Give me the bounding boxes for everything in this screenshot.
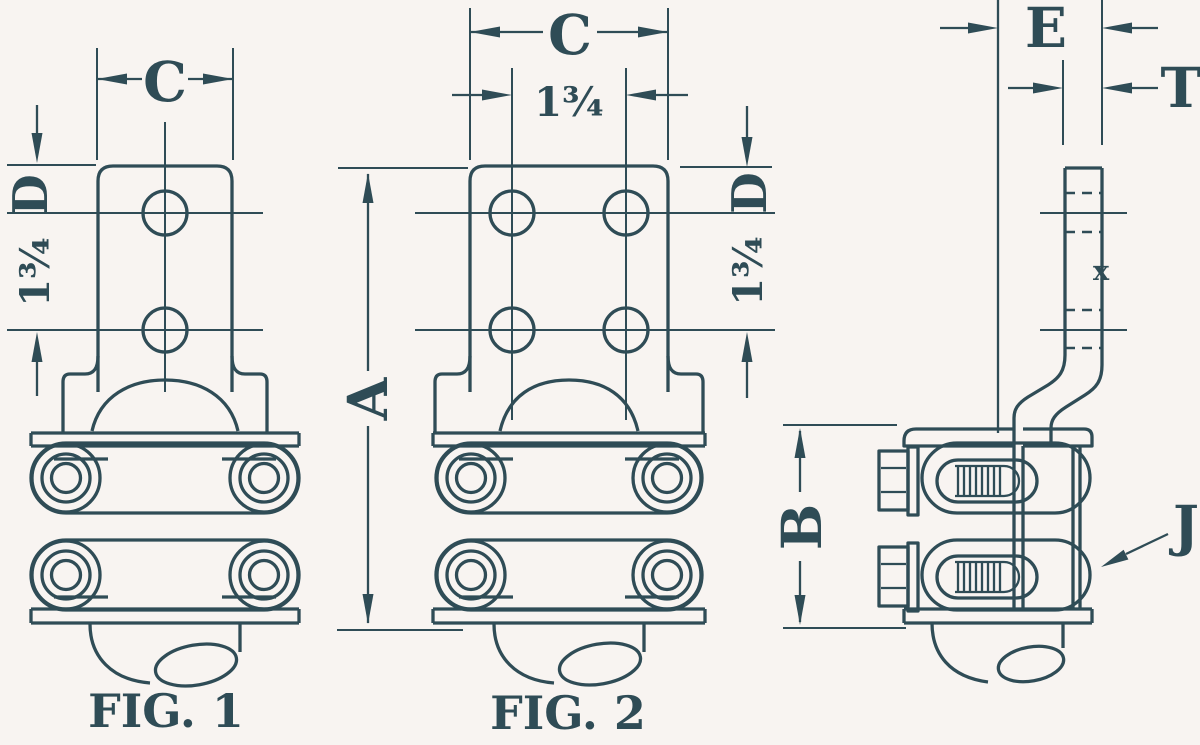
side-pad-edge-view: x [1012,166,1127,446]
fig1-clamp-body [29,355,301,625]
fig2-front-view: C 1¾ A D 1¾ [335,2,778,740]
fig2-dim-d: D [680,106,778,214]
fig1-dim-c: C [96,48,234,160]
side-callout-j: J [1101,493,1199,567]
fig1-dim-hole-spacing: 1¾ [12,237,59,396]
fig1-dim-c-label: C [143,49,187,114]
side-surface-mark: x [1093,256,1110,287]
fig1-front-view: C D 1¾ [3,48,301,738]
fig2-dim-hole-spacing: 1¾ [725,236,772,398]
fig2-dim-c-label: C [548,2,592,67]
fig1-dim-spacing-label: 1¾ [12,237,59,307]
side-clamp-split-lines [1012,446,1025,609]
side-dim-t: T [1008,55,1200,120]
side-view: E T x B [769,0,1200,684]
fig1-terminal-pad [96,164,234,392]
fig2-clamp-body [431,355,707,625]
side-dim-b: B [769,424,906,629]
fig2-dim-a-label: A [335,376,400,421]
side-dim-t-label: T [1161,55,1200,120]
side-bolt-head-lower [877,545,910,608]
fig2-dim-bolt-spacing: 1¾ [452,79,688,126]
side-dim-e-label: E [1025,0,1067,60]
fig2-dim-a: A [335,167,468,631]
fig1-dim-d-label: D [3,174,59,216]
fig2-conductor [492,623,646,687]
fig1-conductor [88,623,242,688]
side-dim-e: E [940,0,1158,60]
fig2-dim-spacing-h-label: 1¾ [534,79,604,126]
fig1-dim-d: D [3,105,59,216]
fig2-terminal-pad [468,164,670,392]
side-conductor [930,622,1066,684]
side-callout-j-label: J [1168,493,1199,558]
fig2-caption: FIG. 2 [490,686,646,740]
fig2-dim-d-label: D [722,172,778,214]
fig1-caption: FIG. 1 [88,684,244,738]
side-clamp-body [877,427,1094,625]
side-bolt-threads-upper [955,464,1021,498]
fig2-centerlines [415,68,775,420]
fig2-dim-c: C [469,2,669,160]
side-dim-b-label: B [769,504,834,551]
fig2-dim-spacing-v-label: 1¾ [725,236,772,306]
side-bolt-threads-lower [955,560,1021,594]
side-bolt-head-upper [877,449,910,512]
